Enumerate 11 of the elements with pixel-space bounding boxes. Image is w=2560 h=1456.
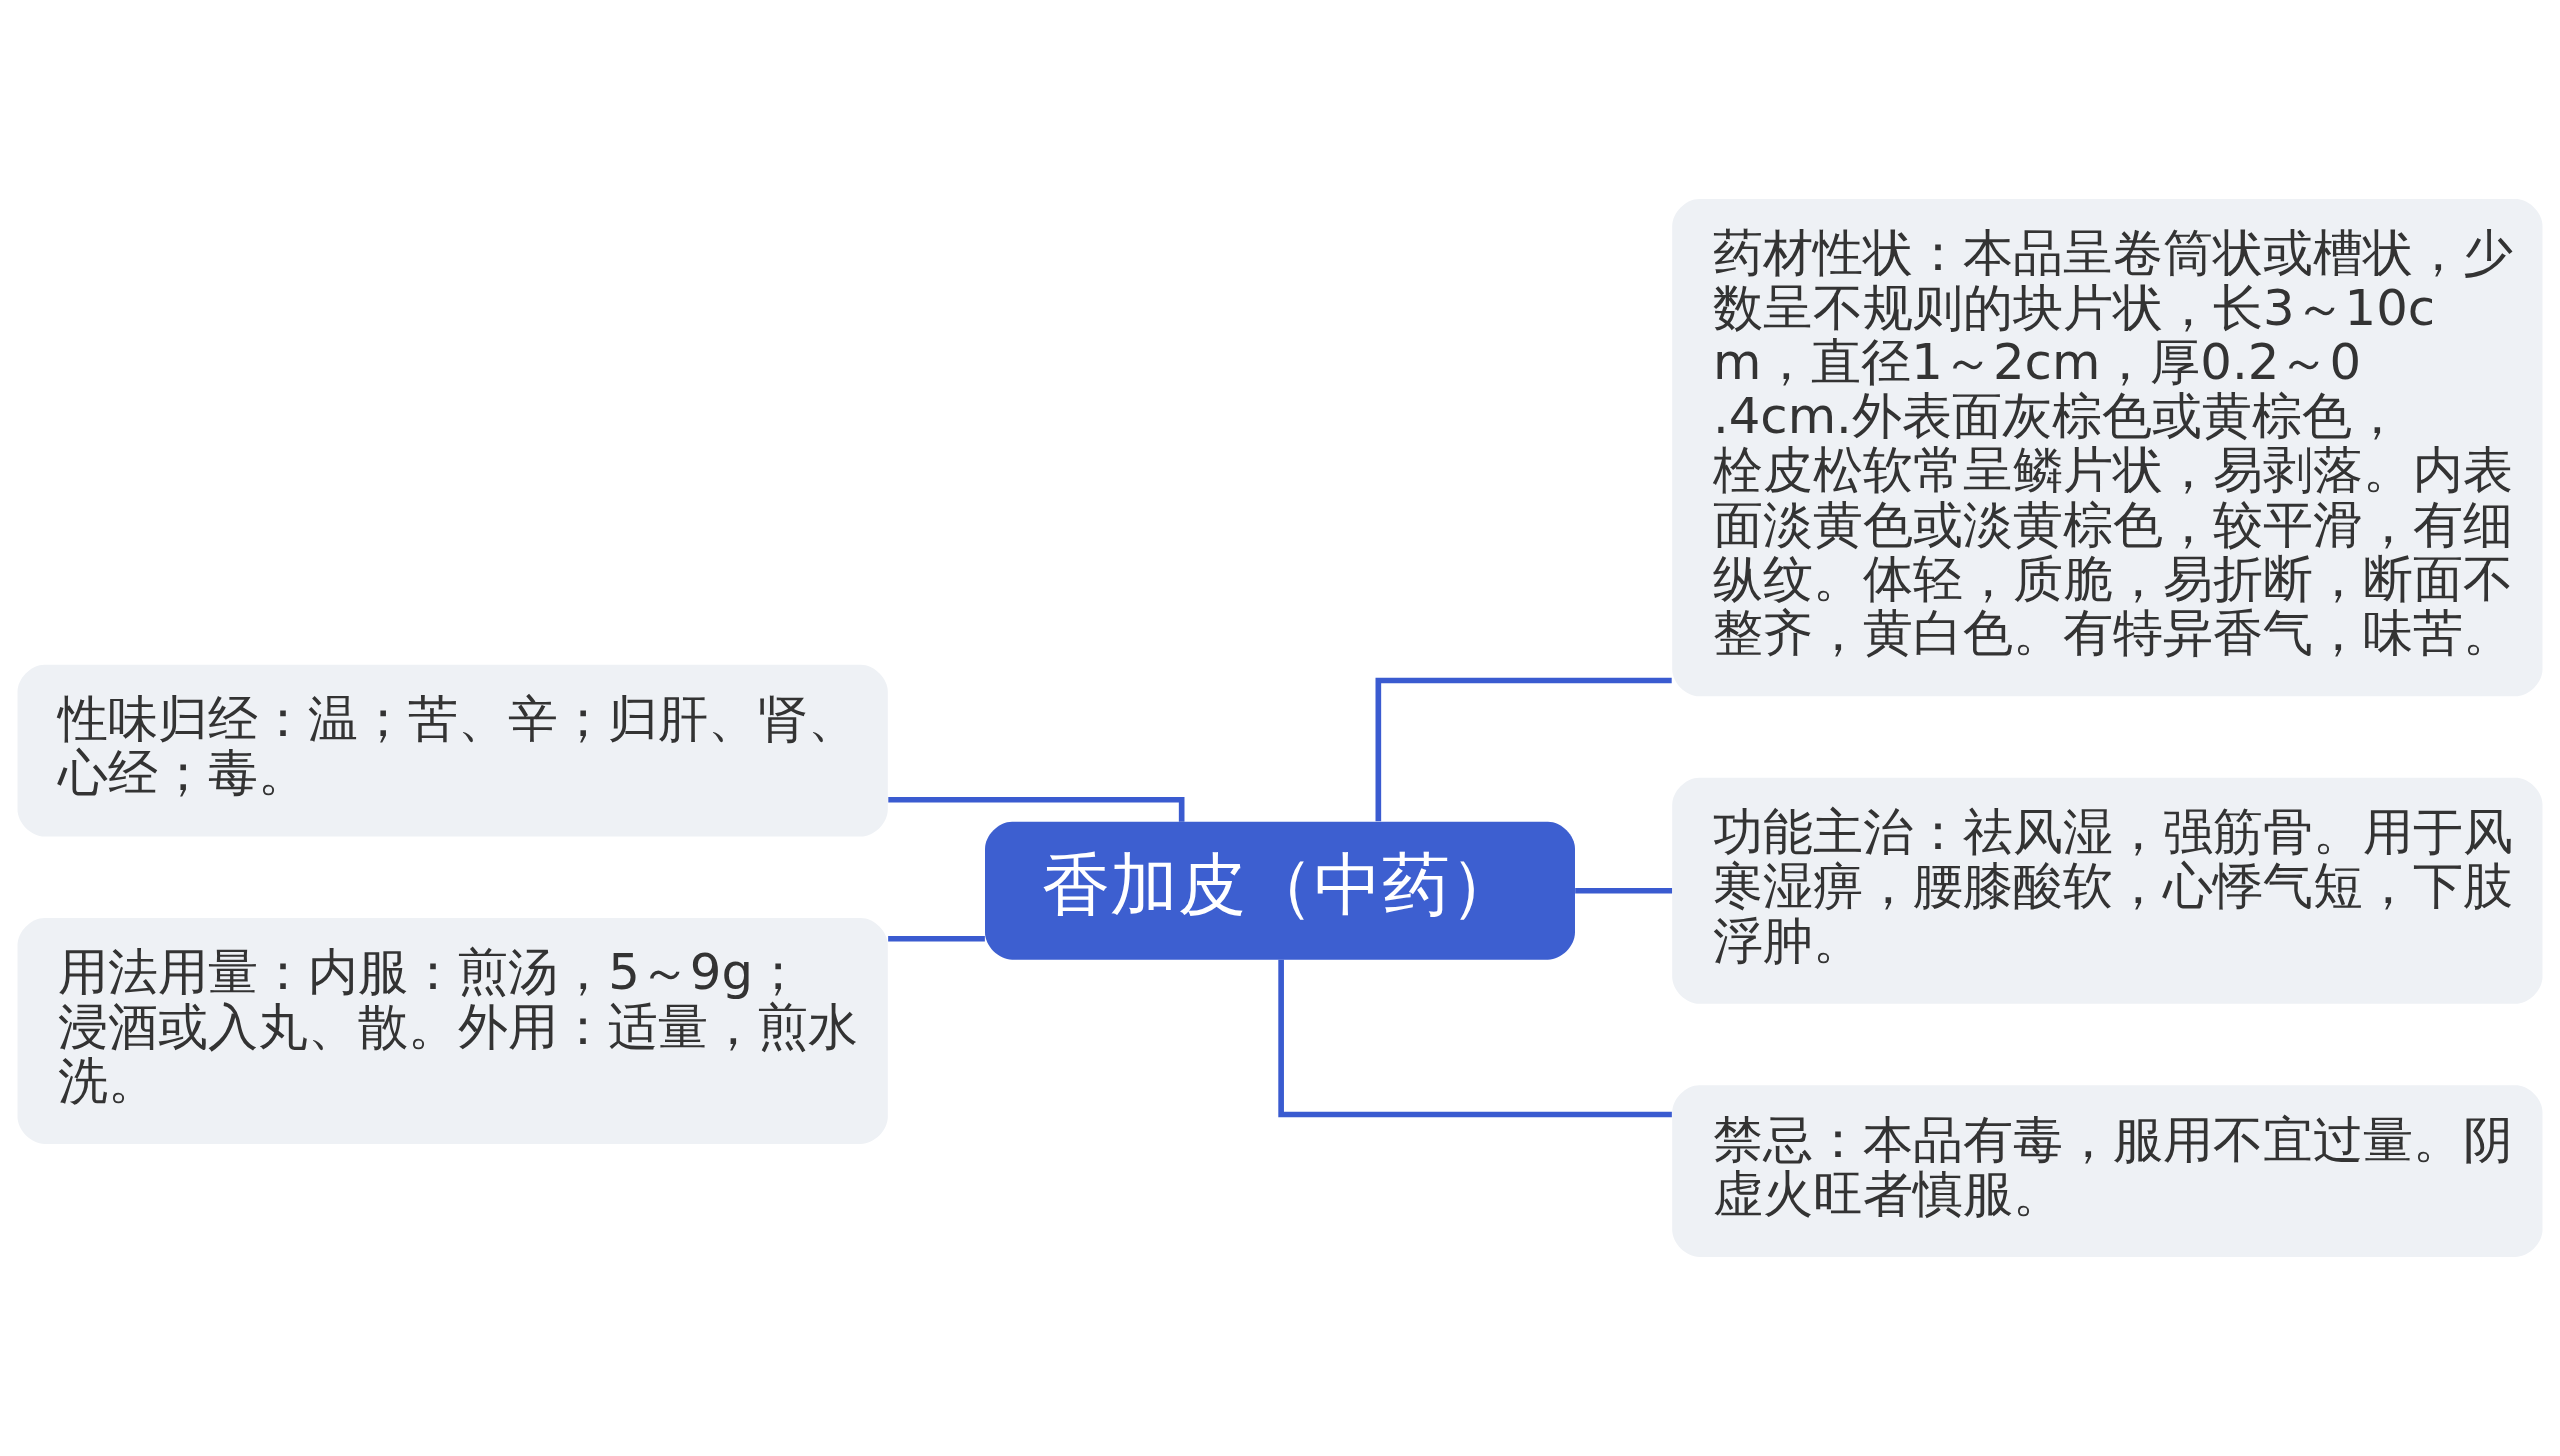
node-box: 香加皮（中药） xyxy=(985,821,1575,960)
node-box: 性味归经：温；苦、辛；归肝、肾、心经；毒。 xyxy=(17,664,888,837)
node-box: 用法用量：内服：煎汤，5～9g；浸酒或入丸、散。外用：适量，煎水洗。 xyxy=(17,917,888,1144)
connector xyxy=(1375,677,1672,822)
connector xyxy=(1278,959,1672,1118)
node-box: 禁忌：本品有毒，服用不宜过量。阴虚火旺者慎服。 xyxy=(1672,1085,2543,1257)
connector xyxy=(888,796,1185,822)
connector xyxy=(1575,887,1673,894)
node-box: 药材性状：本品呈卷筒状或槽状，少数呈不规则的块片状，长3～10cm，直径1～2cm，厚0.2～0.4cm.外表面灰棕色或黄棕色，栓皮松软常呈鳞片状，易剥落。内表面淡黄色或淡黄棕色，较平滑，有细纵纹。体轻，质脆，易折断，断面不整齐，黄白色。有特异香气，味苦。 xyxy=(1672,199,2543,697)
connector xyxy=(888,935,985,942)
node-box: 功能主治：祛风湿，强筋骨。用于风寒湿痹，腰膝酸软，心悸气短，下肢浮肿。 xyxy=(1672,777,2543,1004)
